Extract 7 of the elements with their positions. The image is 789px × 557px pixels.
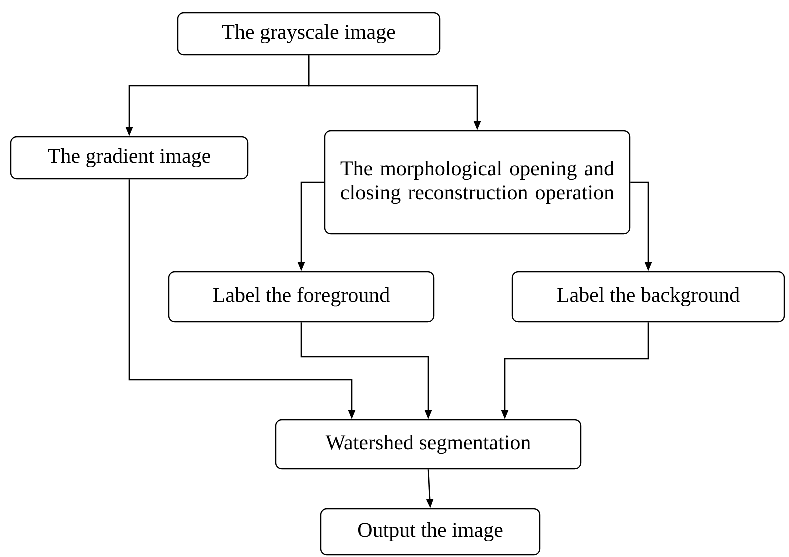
- process-box: Output the image: [320, 508, 541, 556]
- process-box: The gradient image: [10, 136, 249, 180]
- process-box: The grayscale image: [177, 12, 441, 56]
- process-box: Watershed segmentation: [275, 419, 582, 470]
- process-box: Label the foreground: [168, 271, 435, 323]
- process-box: The morphological opening and closing reconstruction operation: [324, 130, 631, 235]
- process-box: Label the background: [512, 271, 786, 323]
